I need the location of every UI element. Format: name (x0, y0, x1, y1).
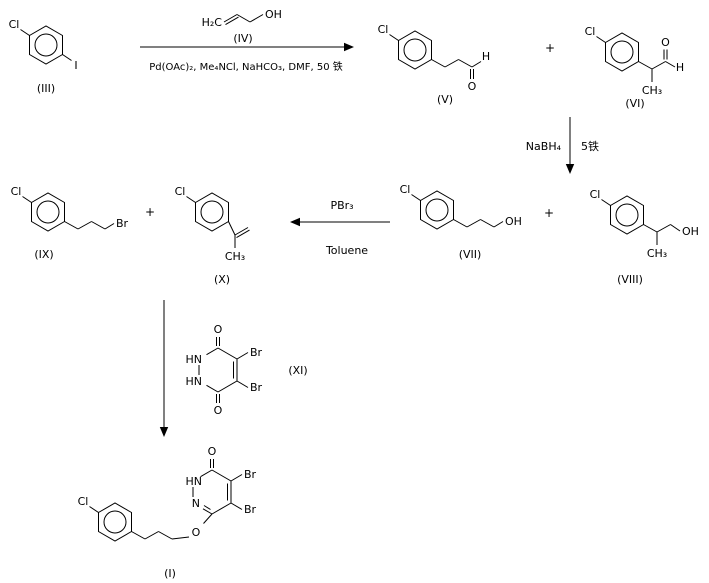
reagent-pbr3: PBr₃ (330, 199, 353, 212)
atom-label-cl: Cl (175, 185, 186, 198)
compound-vi-skeleton (596, 32, 676, 82)
reagent-nabh4: NaBH₄ (526, 140, 562, 153)
compound-x: Cl CH₃ (X) (175, 185, 250, 286)
atom-label-hn: HN (186, 475, 203, 488)
compound-viii-skeleton (601, 195, 681, 245)
compound-iii-skeleton (20, 25, 72, 65)
atom-label-n: N (192, 497, 200, 510)
compound-i: Cl O O HN N Br Br (I) (78, 445, 257, 580)
arrowhead-right (344, 42, 354, 52)
compound-xi-skeleton (198, 337, 249, 403)
atom-label-o: O (468, 80, 477, 93)
reaction-arrow-2: NaBH₄ 5铁 (526, 117, 599, 174)
compound-label-iv: (IV) (233, 32, 252, 45)
atom-label-h: H (676, 61, 684, 74)
temperature-label: 5铁 (581, 140, 599, 153)
atom-label-o: O (661, 36, 670, 49)
atom-label-o-carbonyl: O (208, 445, 217, 458)
atom-label-cl: Cl (378, 23, 389, 36)
atom-label-br: Br (116, 217, 129, 230)
plus-sign-2: + (145, 205, 155, 219)
atom-label-o-bottom: O (214, 404, 223, 417)
atom-label-h2c: H₂C (202, 16, 223, 29)
plus-sign-3: + (544, 206, 554, 220)
compound-i-skeleton (89, 459, 243, 542)
compound-label-iii: (III) (37, 82, 55, 95)
compound-label-vii: (VII) (459, 248, 482, 261)
atom-label-i: I (74, 59, 77, 72)
reaction-arrow-4 (159, 300, 169, 437)
compound-vi: Cl CH₃ O H (VI) (585, 25, 685, 110)
atom-label-br-top: Br (250, 346, 263, 359)
compound-vii: Cl OH (VII) (400, 183, 522, 261)
compound-label-ix: (IX) (34, 248, 53, 261)
atom-label-br-bottom: Br (250, 381, 263, 394)
compound-ix: Cl Br (IX) (11, 185, 129, 261)
compound-label-viii: (VIII) (617, 273, 643, 286)
plus-sign-1: + (545, 41, 555, 55)
compound-label-v: (V) (437, 93, 453, 106)
compound-v-skeleton (389, 30, 482, 79)
atom-label-cl: Cl (590, 188, 601, 201)
atom-label-cl: Cl (11, 185, 22, 198)
reaction-arrow-3: PBr₃ Toluene (290, 199, 390, 257)
atom-label-oh: OH (505, 215, 522, 228)
reaction-conditions-1: Pd(OAc)₂, Me₄NCl, NaHCO₃, DMF, 50 铁 (149, 60, 342, 73)
atom-label-cl: Cl (78, 495, 89, 508)
compound-xi: O O HN HN Br Br (XI) (186, 323, 308, 417)
atom-label-o-top: O (214, 323, 223, 336)
compound-label-vi: (VI) (625, 97, 644, 110)
compound-x-skeleton (186, 192, 250, 248)
compound-label-xi: (XI) (288, 364, 307, 377)
reaction-arrow-1: Pd(OAc)₂, Me₄NCl, NaHCO₃, DMF, 50 铁 (140, 42, 354, 73)
atom-label-ch3: CH₃ (647, 247, 667, 260)
compound-iv-skeleton (223, 14, 264, 26)
atom-label-cl: Cl (400, 183, 411, 196)
atom-label-cl: Cl (9, 18, 20, 31)
arrowhead-left (290, 217, 300, 227)
atom-label-oh: OH (682, 225, 699, 238)
atom-label-ch3: CH₃ (225, 250, 245, 263)
arrowhead-down (565, 164, 575, 174)
atom-label-br-bottom: Br (244, 503, 257, 516)
arrowhead-down (159, 427, 169, 437)
atom-label-cl: Cl (585, 25, 596, 38)
compound-vii-skeleton (411, 190, 504, 230)
atom-label-br-top: Br (244, 468, 257, 481)
atom-label-hn-top: HN (186, 353, 203, 366)
atom-label-oh: OH (265, 8, 282, 21)
compound-label-x: (X) (214, 273, 230, 286)
compound-iv: H₂C OH (IV) (202, 8, 282, 45)
compound-iii: Cl I (III) (9, 18, 78, 95)
atom-label-ch3: CH₃ (642, 84, 662, 97)
atom-label-h: H (482, 50, 490, 63)
compound-viii: Cl CH₃ OH (VIII) (590, 188, 699, 286)
solvent-label: Toluene (325, 244, 368, 257)
atom-label-o-ether: O (192, 526, 201, 539)
atom-label-hn-bottom: HN (186, 375, 203, 388)
compound-label-i: (I) (164, 567, 176, 580)
compound-v: Cl O H (V) (378, 23, 491, 106)
compound-ix-skeleton (22, 192, 115, 232)
